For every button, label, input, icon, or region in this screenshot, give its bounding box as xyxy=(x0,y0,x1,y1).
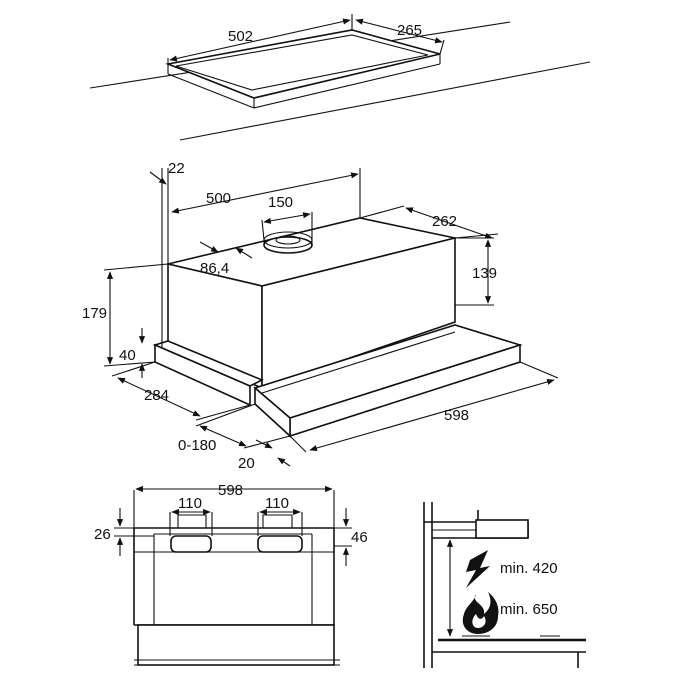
front-filter-left-label: 110 xyxy=(178,495,202,512)
cutout-drawing xyxy=(89,14,591,141)
hood-top-offset-label: 22 xyxy=(168,160,185,177)
hood-body-height-label: 139 xyxy=(472,265,497,282)
install-gas-min-label: min. 650 xyxy=(500,601,558,618)
front-left-offset-label: 26 xyxy=(94,526,111,543)
lightning-icon xyxy=(466,550,490,588)
front-filter-right-label: 110 xyxy=(265,495,289,512)
cutout-width-label: 502 xyxy=(228,28,253,45)
hood-body-depth-label: 284 xyxy=(144,387,169,404)
install-drawing xyxy=(423,502,586,668)
front-width-label: 598 xyxy=(218,482,243,499)
hood-vent-back-label: 86,4 xyxy=(200,260,229,277)
front-view-drawing xyxy=(114,485,352,666)
front-right-offset-label: 46 xyxy=(351,529,368,546)
hood-vent-position-label: 500 xyxy=(206,190,231,207)
hood-width-label: 598 xyxy=(444,407,469,424)
hood-drawing xyxy=(103,168,559,467)
cutout-depth-label: 265 xyxy=(397,22,422,39)
hood-front-height-label: 40 xyxy=(119,347,136,364)
hood-extension-label: 0-180 xyxy=(178,437,216,454)
hood-front-thickness-label: 20 xyxy=(238,455,255,472)
hood-vent-diameter-label: 150 xyxy=(268,194,293,211)
install-electric-min-label: min. 420 xyxy=(500,560,558,577)
flame-icon xyxy=(462,592,499,634)
hood-total-height-label: 179 xyxy=(82,305,107,322)
hood-depth-label: 262 xyxy=(432,213,457,230)
